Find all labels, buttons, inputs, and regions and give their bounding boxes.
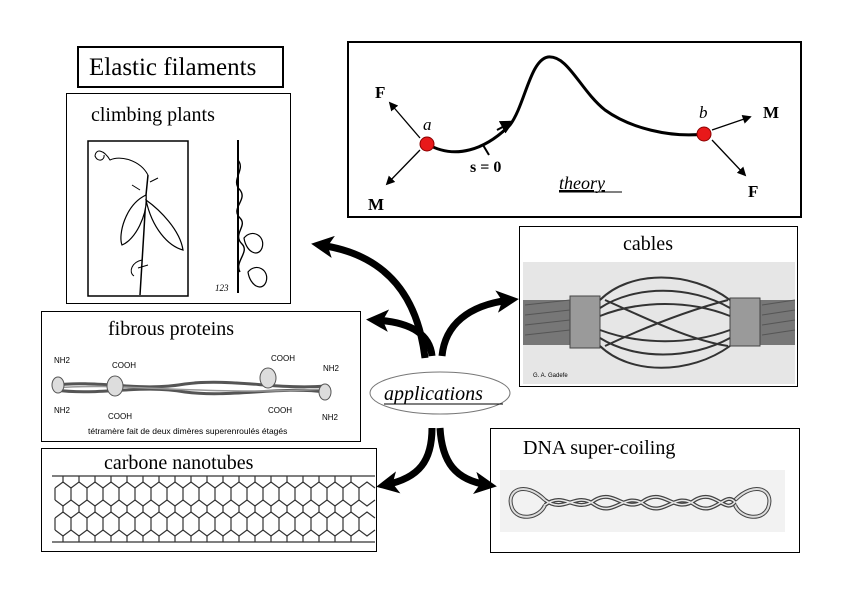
protein-group-5: NH2	[54, 406, 71, 415]
dna-label: DNA super-coiling	[523, 437, 676, 459]
force-right-arrow	[711, 139, 747, 177]
protein-group-3: COOH	[271, 354, 295, 363]
application-arrows	[311, 235, 519, 495]
dna-drawing	[500, 470, 785, 532]
protein-group-1: NH2	[54, 356, 71, 365]
arrow-to-climbing-plants	[311, 235, 429, 359]
arrow-to-cables	[438, 290, 519, 357]
applications-label: applications	[384, 383, 483, 405]
filament-curve	[426, 55, 706, 154]
theory-label: theory	[559, 173, 605, 193]
point-a-label: a	[423, 115, 432, 134]
arrow-to-nanotubes	[376, 427, 436, 494]
force-left-arrow	[388, 101, 421, 139]
moment-right-label: M	[763, 103, 779, 122]
point-b-marker	[696, 126, 712, 142]
protein-group-6: COOH	[108, 412, 132, 421]
arc-origin-label: s = 0	[470, 159, 501, 176]
protein-group-8: NH2	[322, 413, 339, 422]
theory-diagram: F M M F a b s = 0 theory	[368, 55, 779, 214]
protein-caption: tétramère fait de deux dimères superenro…	[88, 426, 287, 436]
cable-photo	[523, 262, 796, 384]
protein-group-2: COOH	[112, 361, 136, 370]
fibrous-proteins-panel: fibrous proteins	[41, 311, 361, 442]
climbing-plants-label: climbing plants	[91, 104, 215, 126]
cables-label: cables	[623, 233, 673, 255]
page-title: Elastic filaments	[89, 54, 257, 81]
protein-group-4: NH2	[323, 364, 340, 373]
force-left-label: F	[375, 83, 385, 102]
protein-group-7: COOH	[268, 406, 292, 415]
s0-tick	[482, 144, 490, 156]
protein-drawing	[51, 367, 332, 401]
applications-node: applications	[369, 371, 511, 415]
climbing-plant-drawing	[87, 140, 268, 297]
arrow-to-dna	[436, 427, 497, 495]
arrow-to-fibrous-proteins	[366, 309, 436, 357]
moment-right-arrow	[711, 115, 752, 131]
point-b-label: b	[699, 103, 708, 122]
theory-panel	[347, 41, 802, 218]
nanotubes-label: carbone nanotubes	[104, 452, 254, 474]
fibrous-proteins-label: fibrous proteins	[108, 318, 235, 340]
moment-left-arrow	[385, 149, 421, 186]
force-right-label: F	[748, 182, 758, 201]
plate-number: 123	[215, 283, 229, 293]
title-box: Elastic filaments	[77, 46, 284, 88]
moment-left-label: M	[368, 195, 384, 214]
cable-credit: G. A. Gadefe	[533, 373, 568, 379]
nanotube-drawing	[52, 475, 376, 543]
tangent-arrow	[496, 120, 515, 134]
point-a-marker	[419, 136, 435, 152]
